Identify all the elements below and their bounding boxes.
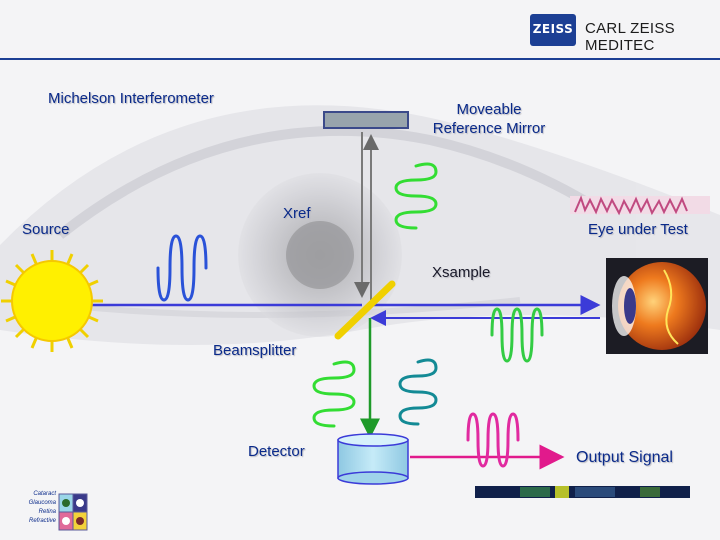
xsample-label: Xsample bbox=[432, 264, 491, 281]
output-wave bbox=[466, 412, 520, 468]
combined-wave-green bbox=[312, 360, 356, 428]
product-category-icon bbox=[58, 493, 88, 531]
mirror-label-line-2: Reference Mirror bbox=[432, 120, 546, 137]
detector-cylinder-icon bbox=[337, 433, 409, 485]
sun-source-icon bbox=[1, 250, 103, 352]
eye-label: Eye under Test bbox=[588, 221, 688, 238]
logo-text: ZEISS bbox=[532, 22, 574, 36]
diagram-title: Michelson Interferometer bbox=[48, 90, 214, 107]
output-label: Output Signal bbox=[576, 449, 673, 466]
company-name: CARL ZEISS MEDITEC bbox=[585, 20, 675, 54]
legend-item-cataract: Cataract bbox=[33, 491, 56, 497]
eyeball-icon bbox=[606, 258, 708, 354]
header-rule bbox=[0, 58, 720, 60]
detector-label: Detector bbox=[248, 443, 305, 460]
reference-wave bbox=[394, 162, 438, 230]
reference-mirror bbox=[323, 111, 409, 129]
mirror-label-line-1: Moveable bbox=[456, 101, 522, 118]
mirror-label: Moveable Reference Mirror bbox=[424, 100, 554, 138]
xref-label: Xref bbox=[283, 205, 311, 222]
zeiss-logo: ZEISS bbox=[530, 14, 576, 46]
legend-item-glaucoma: Glaucoma bbox=[28, 500, 56, 506]
legend-item-retina: Retina bbox=[38, 509, 56, 515]
combined-wave-teal bbox=[398, 358, 438, 426]
sample-return-wave bbox=[490, 307, 544, 363]
beamsplitter bbox=[334, 280, 396, 340]
oct-signal-strip bbox=[475, 486, 690, 498]
source-wave bbox=[156, 234, 208, 302]
beamsplitter-label: Beamsplitter bbox=[213, 342, 297, 359]
legend-item-refractive: Refractive bbox=[28, 518, 56, 524]
source-label: Source bbox=[22, 221, 70, 238]
product-legend: Cataract Glaucoma Retina Refractive bbox=[4, 490, 90, 538]
retina-strip bbox=[570, 195, 710, 216]
legend-categories: Cataract Glaucoma Retina Refractive bbox=[4, 490, 56, 526]
